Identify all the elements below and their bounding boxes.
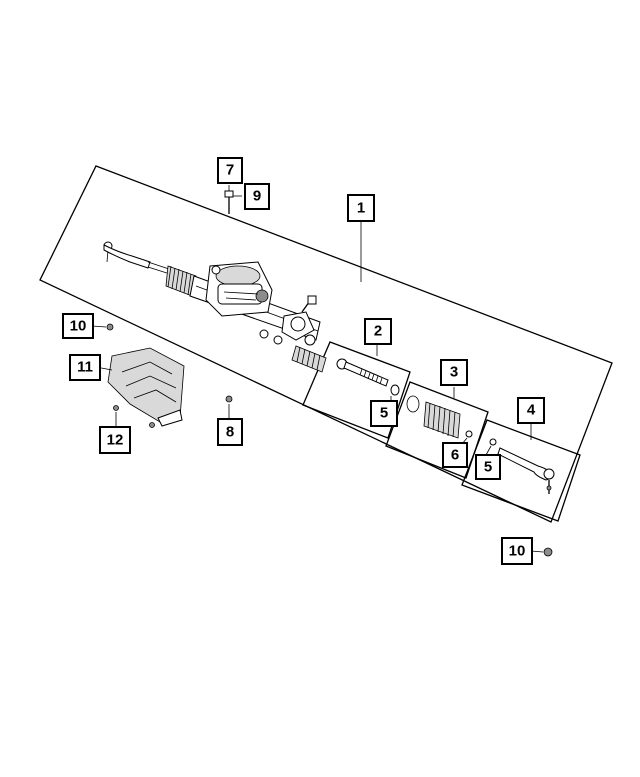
callout-8: 8 <box>217 418 243 446</box>
heat-shield <box>107 347 185 427</box>
inner-tie-rod <box>336 358 400 396</box>
svg-text:3: 3 <box>450 364 458 381</box>
callout-11: 11 <box>69 354 101 381</box>
nut-lower <box>543 547 553 557</box>
fastener-12a <box>113 405 119 411</box>
steering-gear-rack <box>103 241 327 373</box>
callout-3: 3 <box>440 359 468 386</box>
callout-5-inner: 5 <box>370 400 398 427</box>
svg-text:6: 6 <box>451 447 459 464</box>
callout-12: 12 <box>99 426 131 454</box>
callout-1: 1 <box>347 194 375 222</box>
callout-4: 4 <box>517 397 545 424</box>
callout-10-lower: 10 <box>501 537 533 565</box>
svg-text:12: 12 <box>107 432 124 449</box>
boot-kit <box>406 395 473 439</box>
svg-text:10: 10 <box>509 543 526 560</box>
pinion-housing <box>281 295 317 346</box>
inner-tie-rod-frame <box>302 341 411 439</box>
left-boot <box>165 265 197 297</box>
nut-upper <box>106 323 114 331</box>
outer-tie-rod-frame <box>461 419 581 522</box>
outer-tie-rod-end <box>489 438 555 494</box>
svg-text:9: 9 <box>253 188 261 205</box>
svg-text:8: 8 <box>226 424 234 441</box>
svg-text:4: 4 <box>527 402 536 419</box>
callout-6: 6 <box>442 442 468 468</box>
callout-2: 2 <box>364 318 392 345</box>
right-boot <box>291 345 327 373</box>
callout-5-outer: 5 <box>475 454 501 480</box>
svg-text:1: 1 <box>357 200 365 217</box>
svg-text:5: 5 <box>484 459 492 476</box>
svg-text:11: 11 <box>77 359 93 376</box>
svg-text:2: 2 <box>374 323 382 340</box>
svg-text:7: 7 <box>226 162 234 179</box>
fastener-12b <box>149 422 155 428</box>
motor-assist-unit <box>205 261 273 317</box>
svg-text:10: 10 <box>70 318 87 335</box>
steering-gear-assembly-frame <box>39 165 613 523</box>
nut-8 <box>225 395 233 403</box>
callout-9: 9 <box>244 183 270 210</box>
bolt <box>224 190 234 214</box>
leader-lines <box>91 185 544 553</box>
callout-10-upper: 10 <box>62 313 94 339</box>
callout-7: 7 <box>217 157 243 184</box>
svg-text:5: 5 <box>380 405 388 422</box>
